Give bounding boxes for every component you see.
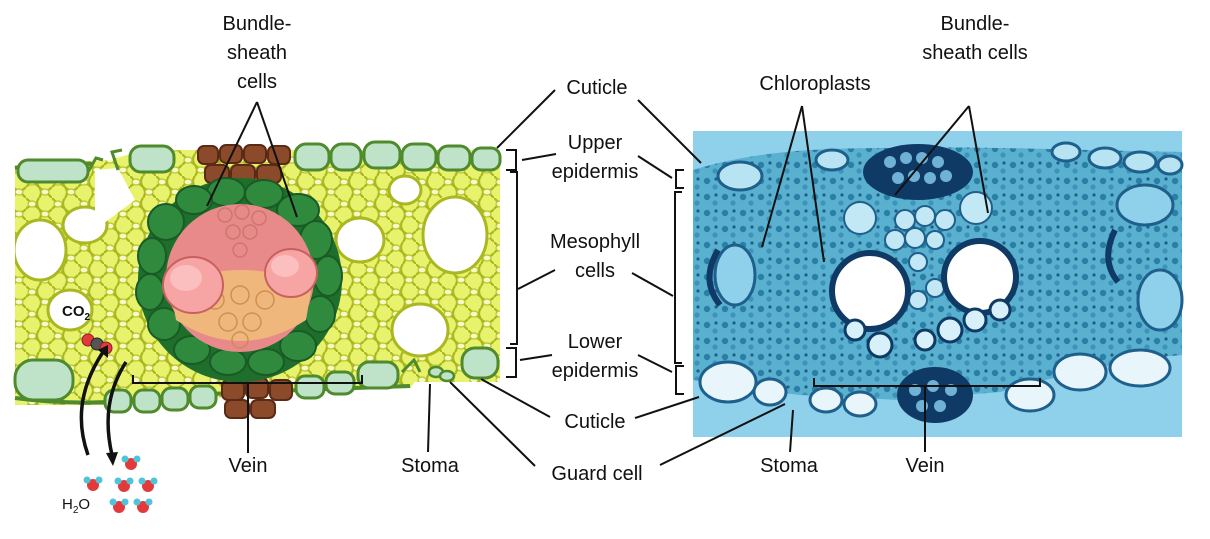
brackets [132, 149, 1041, 395]
leaf-micrograph [693, 131, 1184, 437]
h2o-molecules [83, 455, 158, 513]
guard-cell-shape [438, 369, 456, 383]
h2o-h: H [62, 496, 73, 513]
stoma-label-right: Stoma [760, 455, 818, 477]
air-space [334, 216, 386, 264]
vascular-bundle [135, 177, 343, 382]
co2-subscript: 2 [84, 312, 91, 323]
air-space [46, 288, 94, 332]
label-line: epidermis [551, 360, 639, 382]
cuticle-label-bottom: Cuticle [564, 411, 626, 433]
air-space [421, 195, 489, 275]
label-line: sheath cells [922, 42, 1028, 64]
lower-epidermis-label: Lower epidermis [535, 328, 655, 386]
bundle-sheath-ring [135, 177, 343, 376]
vein-label-left: Vein [228, 455, 268, 477]
h2o-o: O [78, 496, 91, 513]
label-line: Upper [567, 132, 623, 154]
label-line: cells [574, 260, 615, 282]
label-line: Bundle- [222, 13, 292, 35]
co2-label: CO2 [62, 303, 90, 323]
h2o-subscript: 2 [72, 505, 79, 516]
upper-epidermis-cells [14, 140, 502, 184]
co2-in-arrow [79, 351, 105, 456]
air-space [15, 218, 68, 282]
vein-label-right: Vein [905, 455, 945, 477]
co2-text: CO [62, 303, 85, 320]
label-line: Mesophyll [549, 231, 641, 253]
label-line: epidermis [551, 161, 639, 183]
cuticle-label-top: Cuticle [566, 77, 628, 99]
air-space [390, 302, 450, 358]
leaf-illustration [13, 140, 502, 513]
label-line: Bundle- [940, 13, 1010, 35]
label-line: cells [236, 71, 277, 93]
label-line: sheath [226, 42, 288, 64]
h2o-label: H2O [62, 496, 90, 516]
stoma-label-left: Stoma [401, 455, 459, 477]
mesophyll-label: Mesophyll cells [535, 228, 655, 286]
air-space [387, 174, 423, 206]
leader-lines [206, 89, 989, 467]
label-line: Lower [567, 331, 623, 353]
h2o-out-arrow [106, 361, 128, 456]
guard-cell-label: Guard cell [551, 463, 643, 485]
bundle-sheath-label-left: Bundle- sheath cells [212, 10, 302, 97]
bundle-sheath-label-right: Bundle- sheath cells [905, 10, 1045, 68]
chloroplasts-label: Chloroplasts [759, 73, 871, 95]
upper-epidermis-label: Upper epidermis [535, 129, 655, 187]
